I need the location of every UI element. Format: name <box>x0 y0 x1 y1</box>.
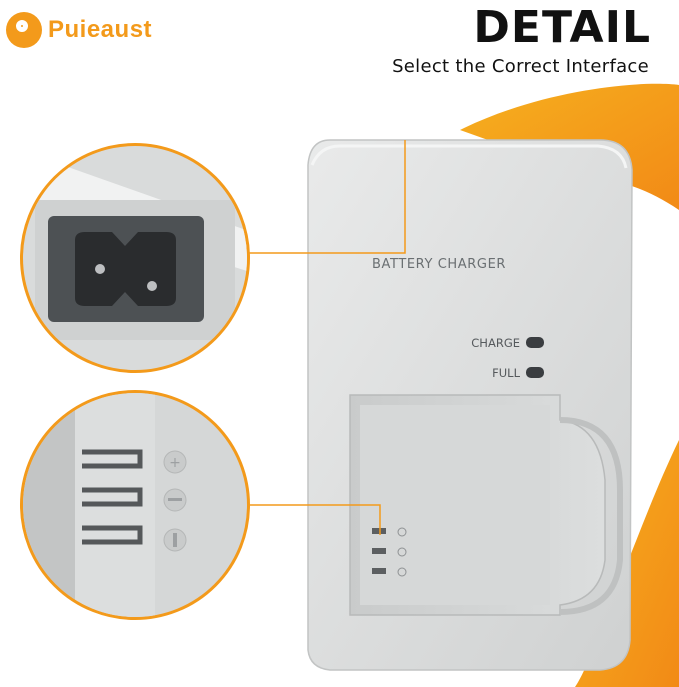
charge-indicator-label: CHARGE <box>471 336 520 350</box>
callout-line-terminals <box>232 504 381 535</box>
brand-logo: Puieaust <box>6 12 152 48</box>
svg-text:+: + <box>169 455 181 471</box>
callout-line-power <box>232 140 406 254</box>
zoom-terminals: + <box>20 390 250 620</box>
plus-icon <box>397 527 407 537</box>
zoom-power-socket <box>20 143 250 373</box>
battery-slot <box>349 394 623 616</box>
terminal-icon <box>397 567 407 577</box>
led-charge <box>526 337 544 348</box>
brand-name: Puieaust <box>48 16 153 43</box>
led-full <box>526 367 544 378</box>
terminal-minus <box>372 548 386 554</box>
terminal-plus <box>372 528 386 534</box>
terminal-t <box>372 568 386 574</box>
page-title: DETAIL <box>473 2 651 53</box>
minus-icon <box>397 547 407 557</box>
battery-charger-label: BATTERY CHARGER <box>372 257 507 272</box>
full-indicator-label: FULL <box>492 366 520 380</box>
logo-mark-icon <box>6 12 42 48</box>
page-subtitle: Select the Correct Interface <box>392 56 649 77</box>
